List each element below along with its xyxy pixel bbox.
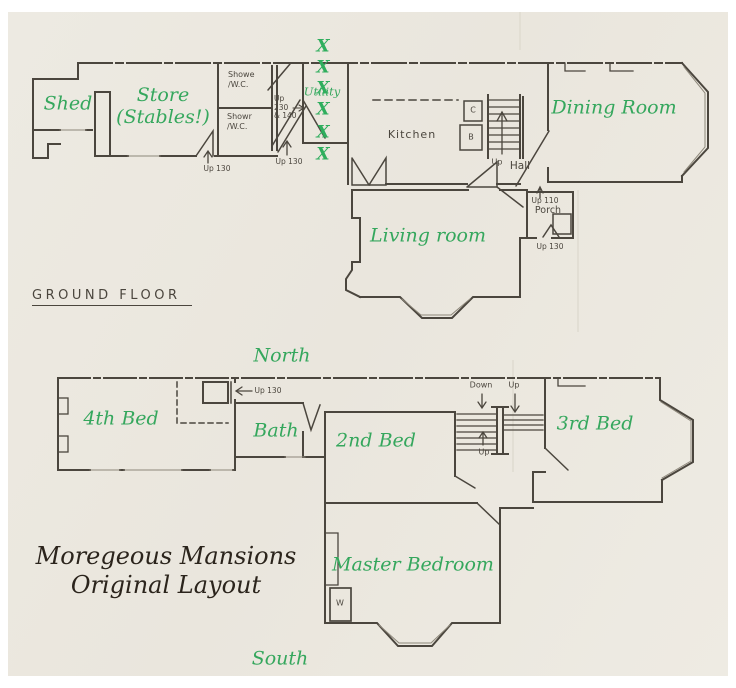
first-floor-walls	[57, 377, 694, 647]
annotation-up-right: Up	[508, 380, 520, 390]
paper-background	[8, 12, 728, 676]
annotation-up-lower: Up	[478, 447, 490, 457]
cross-mark-5: X	[316, 122, 330, 143]
compass-south-label: South	[251, 647, 309, 670]
page-title-line1: Moregeous Mansions	[35, 542, 297, 570]
room-label-4th-bed: 4th Bed	[83, 407, 159, 430]
annotation-wardrobe: W	[336, 598, 344, 608]
compass-north-label: North	[253, 344, 311, 367]
room-label-shower-wc-top: Showe /W.C.	[228, 70, 255, 89]
room-label-shower-wc-bottom: Showr /W.C.	[227, 112, 252, 131]
annotation-up-110: Up 110	[531, 195, 559, 205]
room-label-utility: Utility	[303, 84, 341, 99]
annotation-up-130-store: Up 130	[203, 163, 231, 173]
page-title: Moregeous Mansions Original Layout	[36, 542, 297, 600]
room-label-store: Store (Stables!)	[116, 84, 210, 128]
room-label-master-bedroom: Master Bedroom	[332, 553, 494, 576]
room-label-dining-room: Dining Room	[551, 96, 677, 119]
room-label-bath: Bath	[253, 419, 299, 442]
ground-floor-walls	[32, 61, 709, 319]
annotation-up-130-porch: Up 130	[536, 241, 564, 251]
room-label-shed: Shed	[43, 92, 93, 115]
ground-floor-doors-and-arrows	[195, 63, 560, 238]
annotation-up-130-passage: Up 130	[275, 156, 303, 166]
store-line1: Store	[136, 84, 190, 106]
annotation-down: Down	[469, 380, 493, 390]
cross-mark-6: X	[316, 144, 330, 165]
annotation-up-steps: Up 230 & 140	[274, 94, 297, 120]
cross-mark-1: X	[316, 36, 330, 57]
annotation-up-stairs: Up	[491, 157, 503, 167]
annotation-boiler: B	[468, 132, 474, 142]
room-label-hall: Hall	[509, 160, 531, 173]
annotation-up-130-landing: Up 130	[254, 385, 282, 395]
first-floor-doors-and-arrows	[234, 386, 569, 526]
room-label-kitchen: Kitchen	[387, 127, 437, 141]
room-label-porch: Porch	[534, 204, 562, 216]
plan-label-ground-floor: GROUND FLOOR	[32, 288, 193, 306]
cross-mark-3: X	[316, 78, 330, 99]
cross-mark-4: X	[316, 99, 330, 120]
room-label-living-room: Living room	[370, 224, 486, 247]
page-title-line2: Original Layout	[70, 571, 262, 599]
room-label-3rd-bed: 3rd Bed	[556, 412, 634, 435]
annotation-cupboard: C	[470, 105, 476, 115]
store-line2: (Stables!)	[116, 106, 210, 128]
cross-mark-2: X	[316, 57, 330, 78]
room-label-2nd-bed: 2nd Bed	[336, 429, 416, 452]
